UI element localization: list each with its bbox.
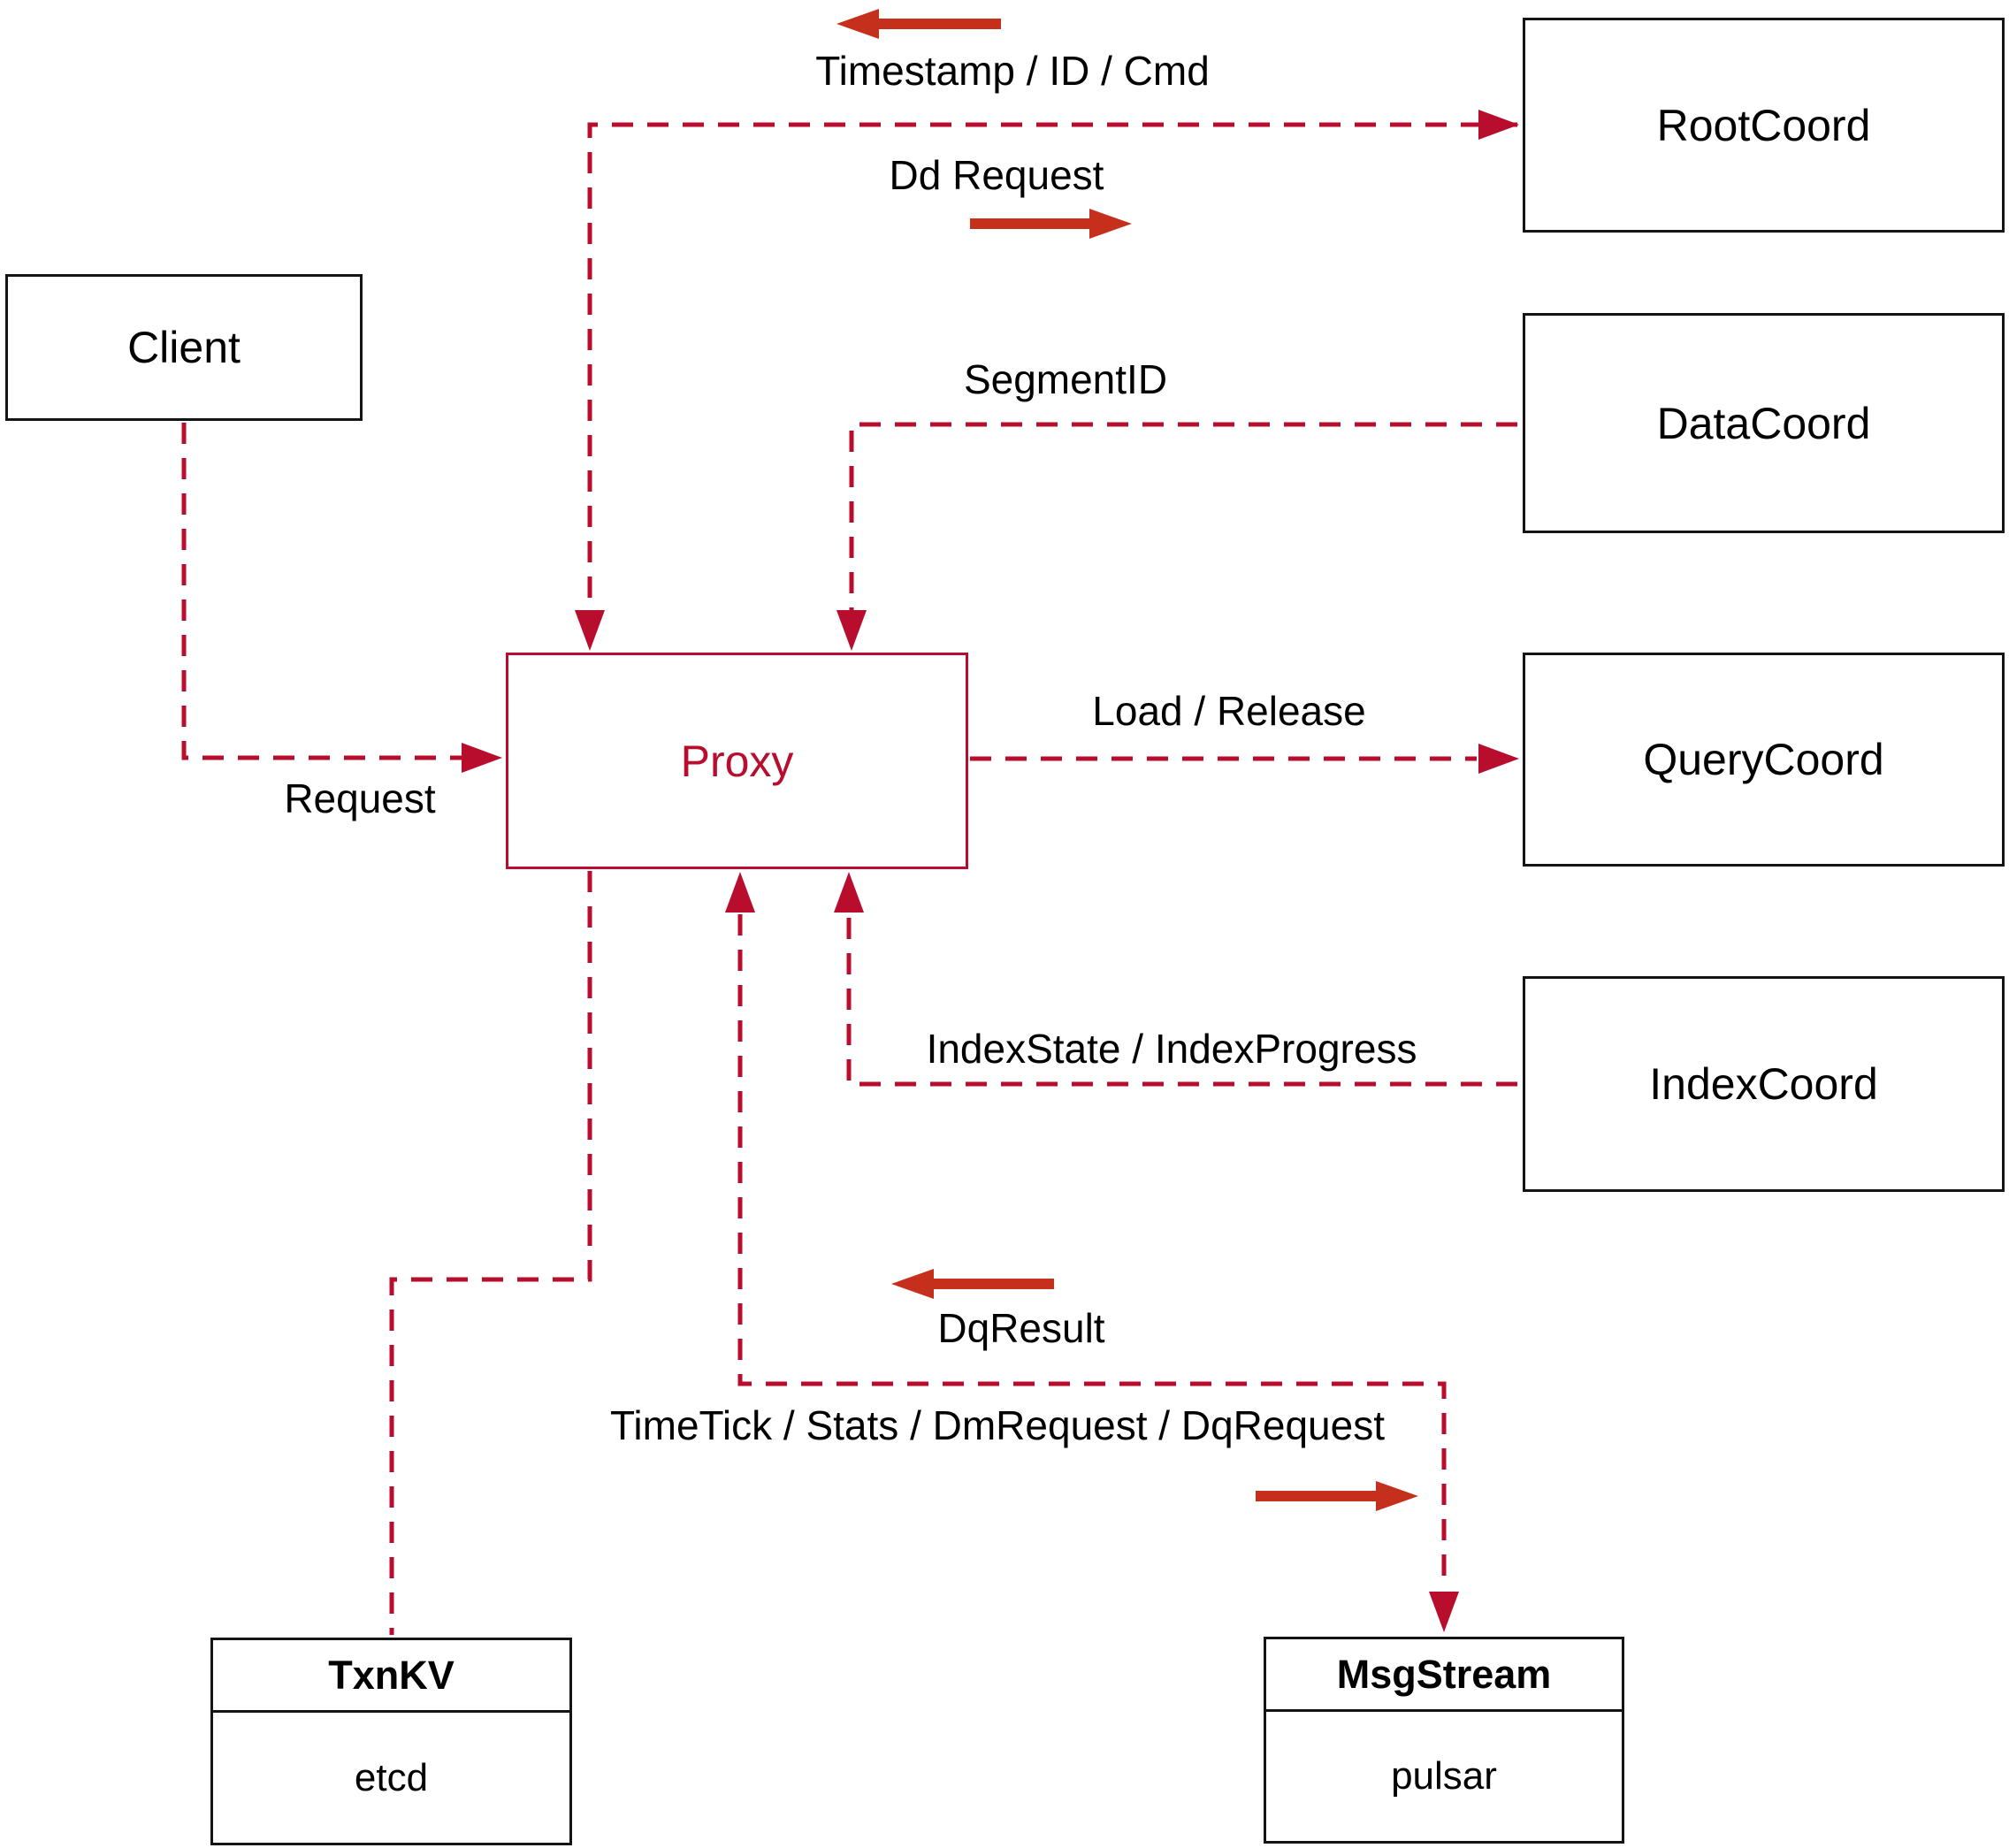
- connector-datacoord-proxy: [849, 422, 1517, 610]
- connector-indexcoord-proxy: [846, 914, 1517, 1087]
- rootcoord-node: RootCoord: [1523, 18, 2005, 233]
- msgstream-subtitle: pulsar: [1391, 1754, 1497, 1798]
- querycoord-label: QueryCoord: [1643, 735, 1884, 784]
- indexcoord-node: IndexCoord: [1523, 976, 2005, 1192]
- arrowhead-into-proxy-top-left-icon: [575, 610, 605, 651]
- dd-request-direction-arrow-right-icon: [970, 209, 1132, 239]
- arrowhead-into-rootcoord-icon: [1478, 110, 1519, 140]
- edge-label-dq-result: DqResult: [937, 1305, 1105, 1351]
- arrowhead-into-proxy-bottom-left-icon: [725, 872, 755, 913]
- msgstream-node: MsgStream pulsar: [1264, 1637, 1624, 1844]
- timetick-direction-arrow-right-icon: [1256, 1481, 1418, 1511]
- arrowhead-into-proxy-bottom-right-icon: [834, 872, 864, 913]
- edge-label-index-state: IndexState / IndexProgress: [926, 1026, 1417, 1072]
- edge-label-load-release: Load / Release: [1092, 688, 1366, 734]
- edge-label-dd-request: Dd Request: [889, 152, 1104, 198]
- client-label: Client: [127, 323, 241, 372]
- datacoord-label: DataCoord: [1656, 398, 1871, 448]
- arrowhead-into-proxy-top-right-icon: [836, 610, 867, 651]
- edge-label-timestamp: Timestamp / ID / Cmd: [815, 48, 1210, 94]
- querycoord-node: QueryCoord: [1523, 653, 2005, 867]
- edge-label-time-tick: TimeTick / Stats / DmRequest / DqRequest: [610, 1402, 1385, 1448]
- msgstream-title: MsgStream: [1266, 1639, 1622, 1712]
- edge-label-segment-id: SegmentID: [963, 356, 1168, 402]
- arrowhead-into-msgstream-icon: [1429, 1592, 1459, 1632]
- rootcoord-label: RootCoord: [1656, 100, 1871, 150]
- proxy-label: Proxy: [680, 736, 794, 786]
- connector-proxy-rootcoord: [587, 122, 1517, 610]
- txnkv-title: TxnKV: [213, 1640, 569, 1713]
- arrowhead-into-querycoord-icon: [1478, 744, 1519, 774]
- client-node: Client: [5, 274, 363, 421]
- datacoord-node: DataCoord: [1523, 313, 2005, 533]
- arrowhead-into-proxy-left-icon: [462, 743, 502, 773]
- indexcoord-label: IndexCoord: [1649, 1059, 1878, 1109]
- timestamp-direction-arrow-left-icon: [836, 9, 1001, 39]
- connector-proxy-txnkv: [389, 871, 592, 1635]
- txnkv-node: TxnKV etcd: [210, 1638, 572, 1845]
- dqresult-direction-arrow-left-icon: [891, 1269, 1054, 1299]
- edge-label-request: Request: [284, 775, 436, 821]
- txnkv-subtitle: etcd: [354, 1755, 429, 1799]
- connector-client-proxy: [181, 423, 462, 760]
- connector-proxy-msgstream: [737, 914, 1447, 1590]
- proxy-node: Proxy: [506, 653, 968, 869]
